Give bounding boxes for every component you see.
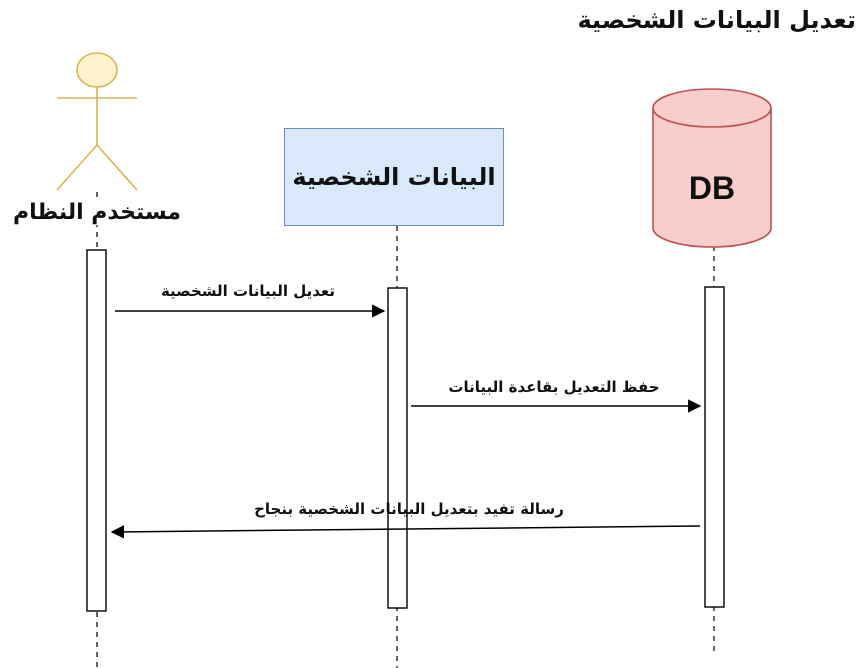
database-cylinder bbox=[652, 88, 772, 248]
actor-figure bbox=[56, 52, 138, 191]
message-label-2: حفظ التعديل بقاعدة البيانات bbox=[448, 378, 660, 396]
boundary-activation-bar bbox=[387, 287, 408, 609]
message-label-3: رسالة تفيد بتعديل البيانات الشخصية بنجاح bbox=[254, 500, 564, 518]
message-label-1: تعديل البيانات الشخصية bbox=[160, 282, 336, 300]
actor-label: مستخدم النظام bbox=[2, 200, 192, 225]
database-label: DB bbox=[688, 170, 736, 206]
actor-activation-bar bbox=[86, 249, 107, 612]
boundary-label: البيانات الشخصية bbox=[292, 163, 496, 191]
database-activation-bar bbox=[704, 286, 725, 608]
boundary-box: البيانات الشخصية bbox=[284, 128, 504, 226]
diagram-title: تعديل البيانات الشخصية bbox=[577, 6, 856, 34]
message-arrow-3 bbox=[110, 525, 701, 539]
